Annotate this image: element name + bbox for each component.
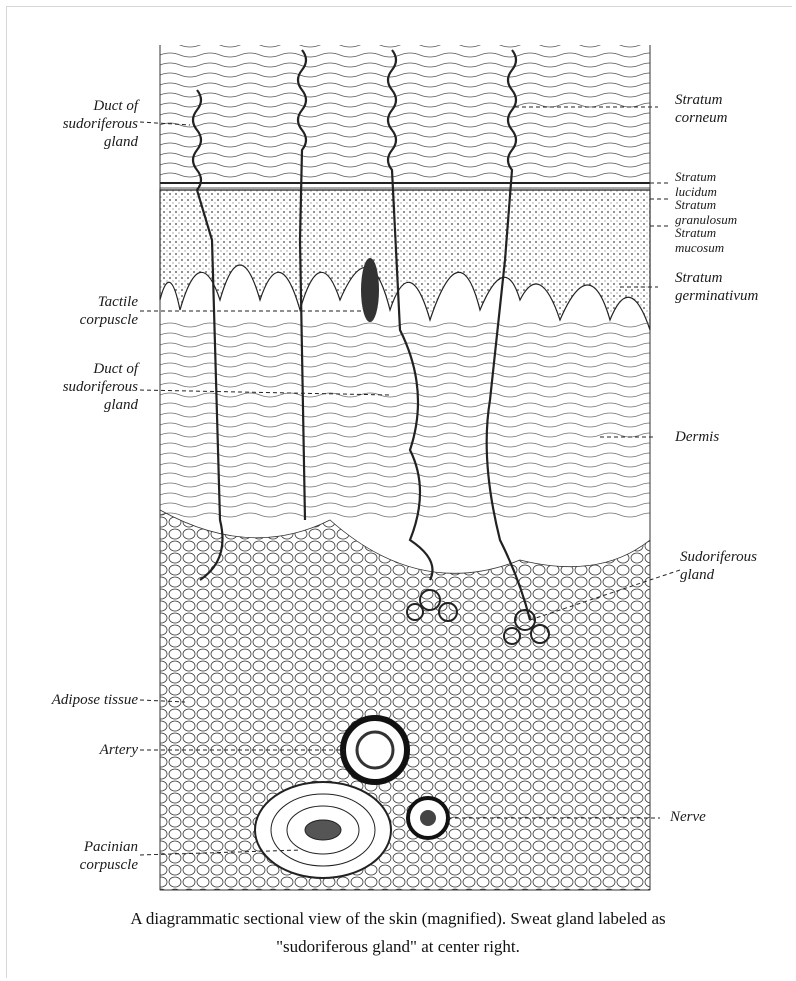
label-stratum-granulosum: Stratum granulosum [675, 197, 785, 227]
label-tactile-corpuscle: Tactile corpuscle [20, 293, 138, 329]
stratum-corneum-layer [160, 45, 650, 183]
label-nerve: Nerve [670, 808, 780, 826]
artery-shape [343, 718, 407, 782]
dermis-fibers [160, 320, 650, 520]
pacinian-corpuscle-shape [255, 782, 391, 878]
epidermis-dotted-region [160, 190, 650, 330]
label-dermis: Dermis [675, 428, 785, 446]
label-stratum-mucosum: Stratum mucosum [675, 225, 785, 255]
caption-line-2: "sudoriferous gland" at center right. [40, 933, 756, 961]
figure-caption: A diagrammatic sectional view of the ski… [40, 905, 756, 961]
label-duct-of-sudoriferous-gland-mid: Duct of sudoriferous gland [20, 360, 138, 414]
label-duct-of-sudoriferous-gland-top: Duct of sudoriferous gland [20, 97, 138, 151]
label-artery: Artery [20, 741, 138, 759]
skin-diagram: Duct of sudoriferous gland Tactile corpu… [0, 0, 796, 900]
label-stratum-lucidum: Stratum lucidum [675, 169, 785, 199]
tactile-corpuscle-shape [361, 258, 379, 322]
nerve-shape [408, 798, 448, 838]
caption-line-1: A diagrammatic sectional view of the ski… [40, 905, 756, 933]
label-sudoriferous-gland: Sudoriferous gland [680, 548, 785, 584]
label-adipose-tissue: Adipose tissue [10, 691, 138, 709]
label-stratum-germinativum: Stratum germinativum [675, 269, 785, 305]
adipose-cells [160, 510, 650, 890]
label-stratum-corneum: Stratum corneum [675, 91, 785, 127]
label-pacinian-corpuscle: Pacinian corpuscle [20, 838, 138, 874]
